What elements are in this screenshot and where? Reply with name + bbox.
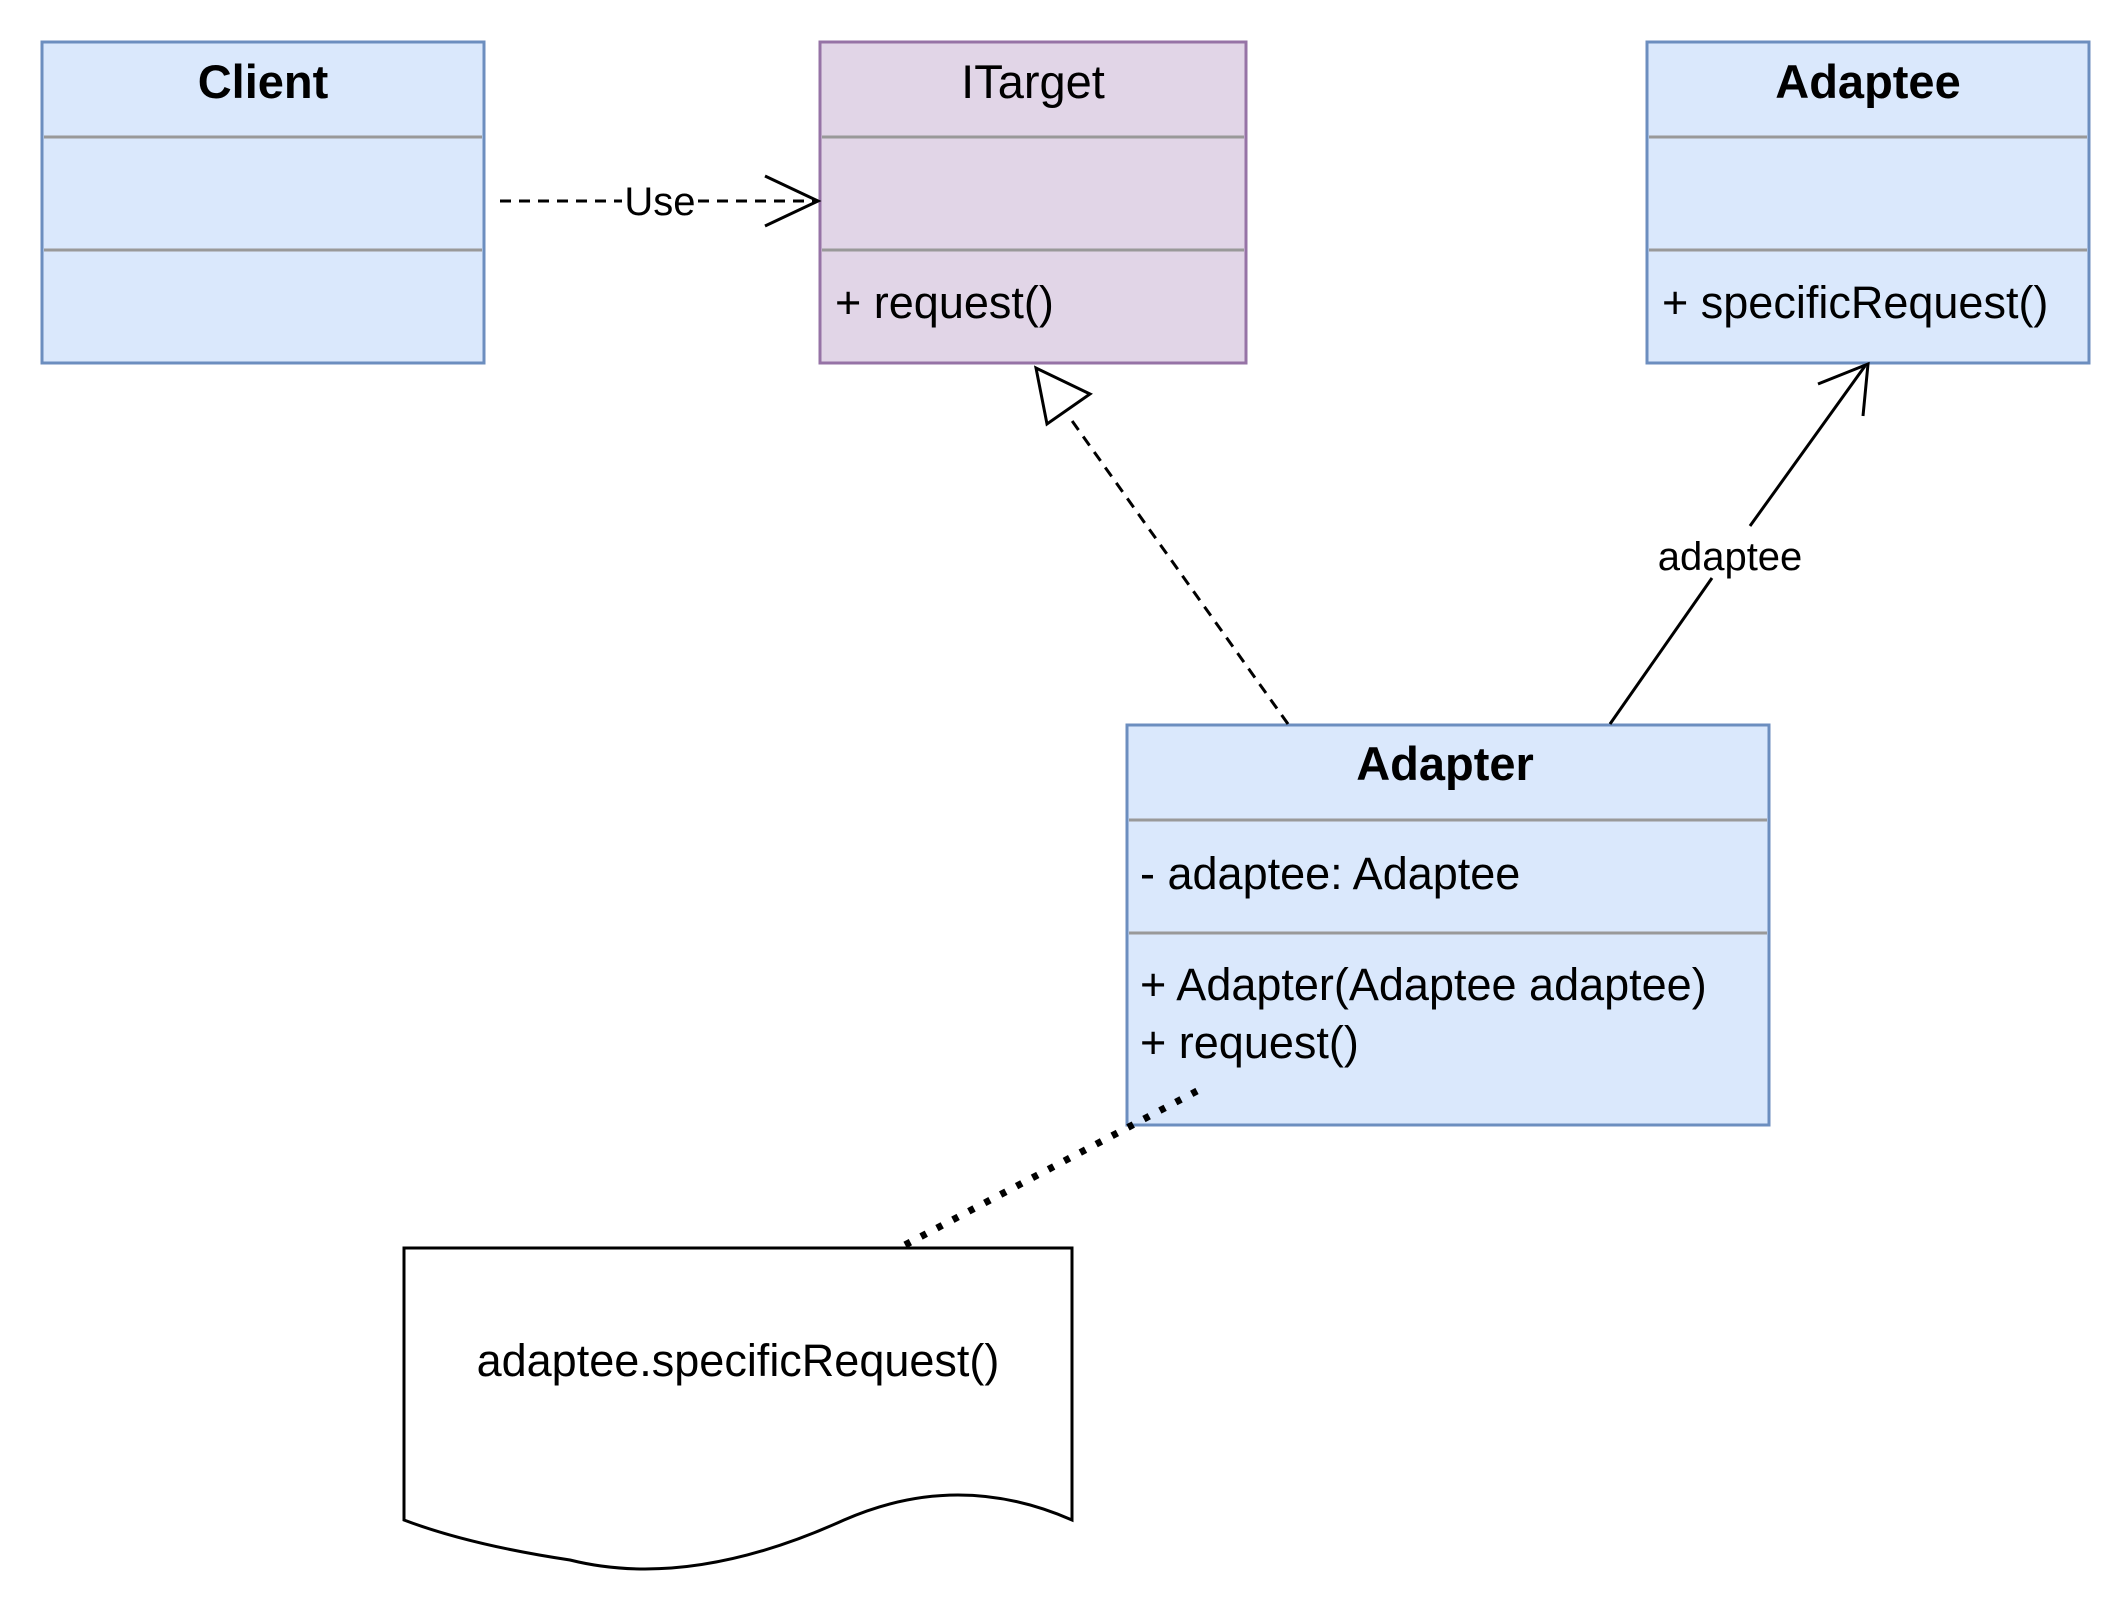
realization-edge[interactable] xyxy=(1033,365,1290,725)
class-client-box xyxy=(40,40,486,365)
association-adaptee-edge[interactable]: adaptee xyxy=(1608,361,1870,725)
class-itarget[interactable]: ITarget + request() xyxy=(818,40,1248,365)
class-adaptee-box xyxy=(1645,40,2091,365)
association-line-lower xyxy=(1608,577,1714,725)
association-open-arrowhead xyxy=(1817,361,1870,417)
note-anchor-line xyxy=(901,1087,1199,1250)
class-adapter-name: Adapter xyxy=(1356,737,1534,790)
dependency-use-edge[interactable]: Use xyxy=(500,174,822,228)
association-line-upper xyxy=(1748,365,1867,527)
association-adaptee-label: adaptee xyxy=(1658,535,1803,579)
note-shape xyxy=(402,1246,1074,1571)
class-adapter-attribute: - adaptee: Adaptee xyxy=(1140,848,1520,899)
class-client[interactable]: Client xyxy=(40,40,486,365)
class-adaptee-name: Adaptee xyxy=(1775,55,1960,108)
class-adapter-operation-1: + Adapter(Adaptee adaptee) xyxy=(1140,959,1707,1010)
dependency-open-arrowhead xyxy=(764,174,822,228)
realization-line xyxy=(1068,417,1290,725)
note-adaptee-call[interactable]: adaptee.specificRequest() xyxy=(402,1246,1074,1571)
class-client-name: Client xyxy=(198,55,329,108)
dependency-use-label: Use xyxy=(624,180,695,224)
class-adapter-box xyxy=(1125,723,1771,1127)
class-itarget-box xyxy=(818,40,1248,365)
class-adaptee-operation: + specificRequest() xyxy=(1662,277,2048,328)
note-text: adaptee.specificRequest() xyxy=(477,1335,1000,1386)
class-adaptee[interactable]: Adaptee + specificRequest() xyxy=(1645,40,2091,365)
class-itarget-operation: + request() xyxy=(835,277,1054,328)
realization-hollow-triangle xyxy=(1033,365,1093,427)
class-adapter-operation-2: + request() xyxy=(1140,1017,1359,1068)
class-itarget-name: ITarget xyxy=(961,55,1105,108)
class-adapter[interactable]: Adapter - adaptee: Adaptee + Adapter(Ada… xyxy=(1125,723,1771,1127)
